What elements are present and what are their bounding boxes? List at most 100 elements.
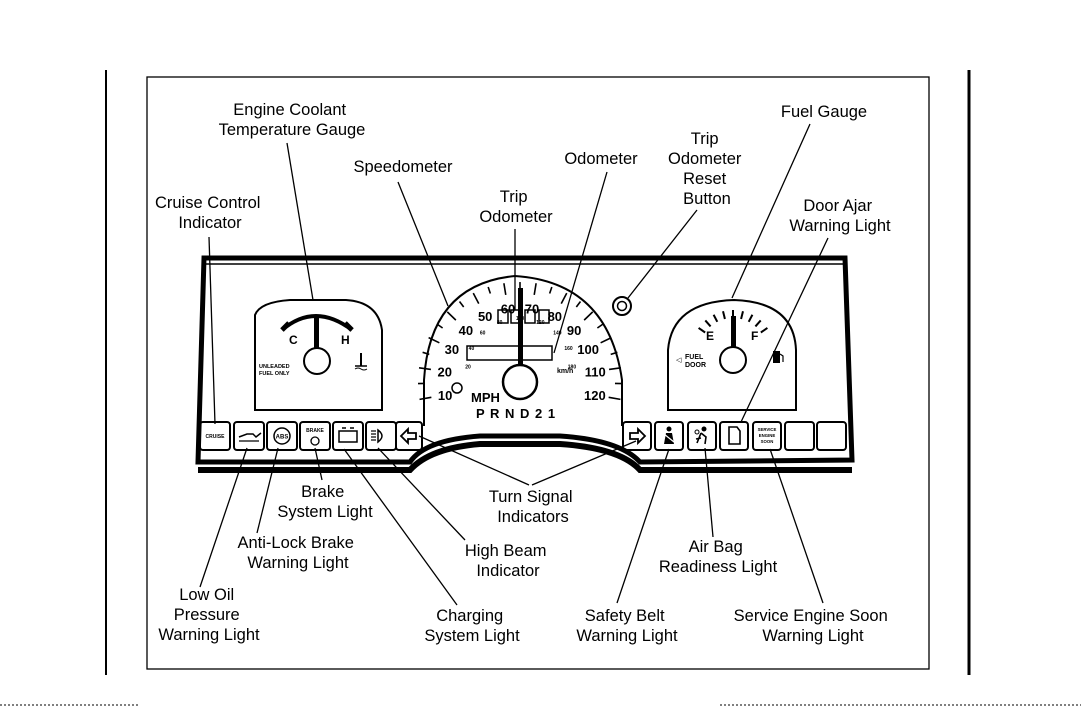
- airbag-icon: [701, 426, 707, 432]
- odometer-label: Odometer: [564, 150, 638, 168]
- left-indicator-row: CRUISE ABS BRAKE: [199, 421, 423, 451]
- seatbelt-icon: [666, 426, 672, 432]
- fuel-gauge-tick: [747, 314, 754, 323]
- cruise-indicator: CRUISE: [199, 421, 231, 451]
- speedometer-ticks: [418, 282, 622, 401]
- speedometer-mph-label: 20: [438, 364, 452, 379]
- trip-reset-knob-small: [451, 382, 463, 394]
- brake-label: Brake System Light: [277, 483, 373, 521]
- speedometer-tick: [533, 283, 537, 296]
- high-beam-icon: [377, 428, 383, 444]
- speedometer-tick: [458, 301, 465, 308]
- fuel-gauge-tick: [760, 327, 768, 334]
- door-ajar-label: Door Ajar Warning Light: [789, 197, 891, 235]
- kmh-unit: km/h: [557, 368, 573, 375]
- fuel-door-line2: DOOR: [685, 362, 706, 369]
- speedometer-tick: [487, 286, 492, 294]
- figure-border: [146, 76, 930, 670]
- fuel-gauge-tick: [698, 327, 706, 334]
- door-icon: [728, 426, 741, 445]
- charging-label: Charging System Light: [424, 607, 520, 645]
- speedometer-tick: [422, 351, 430, 356]
- trip-reset-button[interactable]: [612, 296, 632, 316]
- callout-labels: Engine Coolant Temperature Gauge Speedom…: [155, 101, 891, 645]
- speedometer-kmh-label: 60: [480, 330, 486, 336]
- service-engine-indicator: SERVICE ENGINE SOON: [752, 421, 782, 451]
- brake-icon: [310, 436, 320, 446]
- high-beam-indicator: [365, 421, 397, 451]
- speedometer-hub: [501, 363, 539, 401]
- left-turn-signal-indicator: [395, 421, 423, 451]
- speedometer-mph-label: 40: [459, 323, 473, 338]
- oil-can-icon: [238, 432, 262, 439]
- fuel-empty-mark: E: [706, 329, 714, 343]
- coolant-gauge-label: Engine Coolant Temperature Gauge: [219, 101, 366, 139]
- air-bag-indicator: [687, 421, 717, 451]
- speedometer-kmh-label: 40: [469, 346, 475, 352]
- speedometer-tick: [548, 286, 553, 294]
- prndl-indicator: P R N D 2 1: [476, 406, 556, 421]
- safety-belt-label: Safety Belt Warning Light: [576, 607, 678, 645]
- battery-icon: [338, 430, 358, 443]
- speedometer-tick: [418, 366, 432, 371]
- speedometer-mph-label: 30: [445, 342, 459, 357]
- fuel-note-line1: UNLEADED: [259, 364, 290, 370]
- speedometer-tick: [560, 292, 568, 304]
- fuel-gauge-tick: [704, 319, 712, 328]
- service-text-3: SOON: [761, 439, 774, 444]
- right-indicator-row: SERVICE ENGINE SOON: [622, 421, 847, 451]
- right-arrow-icon: [629, 426, 647, 446]
- blank-indicator-2: [816, 421, 847, 451]
- speedometer-mph-label: 70: [525, 301, 539, 316]
- speedometer-needle: [518, 288, 523, 376]
- speedometer-tick: [436, 323, 444, 329]
- fuel-gauge-label: Fuel Gauge: [781, 103, 867, 121]
- speedometer-mph-label: 10: [438, 388, 452, 403]
- door-ajar-indicator: [719, 421, 749, 451]
- brake-indicator: BRAKE: [299, 421, 331, 451]
- speedometer-label: Speedometer: [353, 158, 453, 176]
- trip-odometer-label: Trip Odometer: [479, 188, 553, 226]
- fuel-note-line2: FUEL ONLY: [259, 371, 290, 377]
- service-text-1: SERVICE: [758, 427, 777, 432]
- high-beam-label: High Beam Indicator: [465, 542, 551, 580]
- cruise-label: Cruise Control Indicator: [155, 194, 265, 232]
- speedometer-mph-label: 100: [577, 342, 599, 357]
- cruise-indicator-text: CRUISE: [206, 434, 226, 440]
- left-arrow-icon: [399, 426, 417, 446]
- speedometer-kmh-label: 140: [553, 330, 562, 336]
- temp-hot-mark: H: [341, 333, 350, 347]
- blank-indicator-1: [784, 421, 815, 451]
- low-oil-label: Low Oil Pressure Warning Light: [158, 586, 260, 644]
- speedometer-mph-label: 80: [548, 309, 562, 324]
- speedometer-tick: [610, 351, 618, 356]
- temperature-gauge: C H UNLEADED FUEL ONLY: [254, 299, 383, 411]
- safety-belt-indicator: [654, 421, 684, 451]
- speedometer-tick: [503, 283, 507, 296]
- low-oil-indicator: [233, 421, 265, 451]
- speedometer-kmh-label: 160: [564, 346, 573, 352]
- abs-label: Anti-Lock Brake Warning Light: [237, 534, 358, 572]
- speedometer-mph-label: 90: [567, 323, 581, 338]
- brake-indicator-text: BRAKE: [306, 428, 324, 434]
- fuel-gauge-tick: [740, 310, 744, 320]
- speedometer-tick: [446, 311, 457, 321]
- speedometer-kmh-label: 180: [568, 365, 577, 371]
- temp-cold-mark: C: [289, 333, 298, 347]
- speedometer-tick: [596, 323, 604, 329]
- fuel-door-arrow: ◁: [676, 357, 682, 364]
- odometer-display: [466, 345, 553, 361]
- service-text-2: ENGINE: [759, 433, 776, 438]
- fuel-pump-icon: [773, 351, 784, 363]
- fuel-gauge-tick: [722, 310, 726, 320]
- speedometer-tick: [608, 366, 622, 371]
- speedometer-tick: [583, 311, 594, 321]
- speedometer-kmh-label: 20: [465, 365, 471, 371]
- speedometer-mph-label: 50: [478, 309, 492, 324]
- speedometer-tick: [575, 301, 582, 308]
- leader-lines: [199, 123, 829, 606]
- fuel-door-line1: FUEL: [685, 354, 704, 361]
- fuel-gauge-ticks: [698, 310, 768, 334]
- speedometer-tick: [428, 336, 440, 344]
